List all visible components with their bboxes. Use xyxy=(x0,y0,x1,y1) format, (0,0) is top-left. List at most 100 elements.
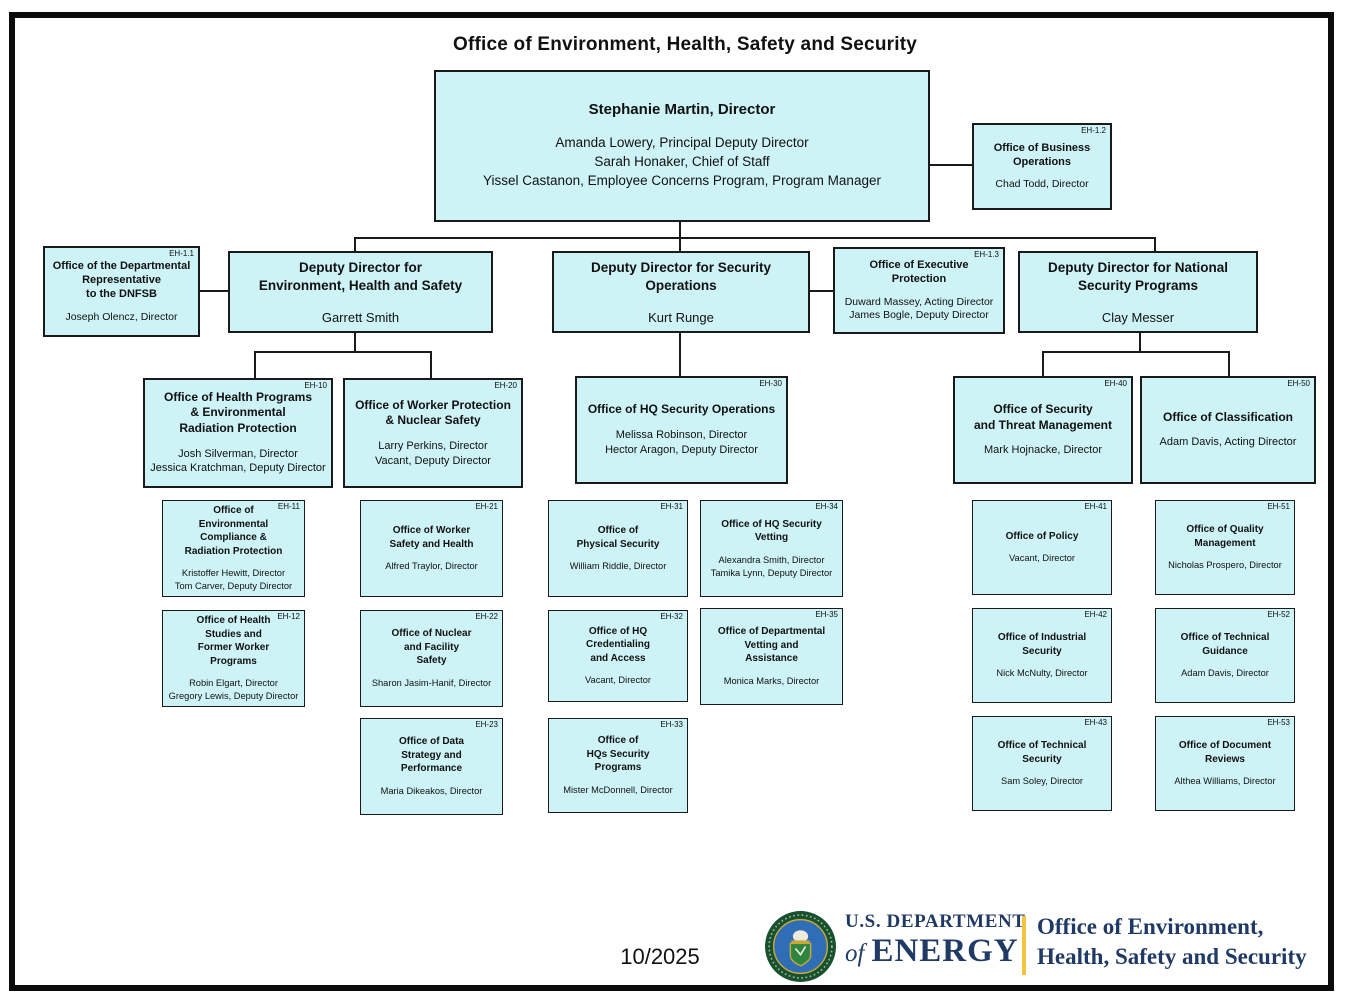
office-code: EH-53 xyxy=(1267,718,1290,727)
staff-line: Larry Perkins, Director xyxy=(378,439,488,452)
staff-line: Garrett Smith xyxy=(321,309,400,325)
connector xyxy=(1139,333,1141,352)
office-code: EH-41 xyxy=(1084,502,1107,511)
office-title: Deputy Director for Environment, Health … xyxy=(258,260,463,293)
connector xyxy=(1042,351,1230,353)
office-code: EH-12 xyxy=(277,612,300,621)
office-code: EH-23 xyxy=(475,720,498,729)
logo-divider xyxy=(1022,916,1026,975)
org-box-eh-11: EH-11 Office of Environmental Compliance… xyxy=(162,500,305,597)
org-box-eh-53: EH-53 Office of Document Reviews Althea … xyxy=(1155,716,1295,811)
staff-line: Hector Aragon, Deputy Director xyxy=(605,443,758,456)
office-code: EH-43 xyxy=(1084,718,1107,727)
office-code: EH-35 xyxy=(815,610,838,619)
office-title: Office of Departmental Vetting and Assis… xyxy=(717,626,826,665)
staff-line: Adam Davis, Director xyxy=(1181,668,1269,679)
org-box-eh-42: EH-42 Office of Industrial Security Nick… xyxy=(972,608,1112,703)
footer-office-name: Office of Environment, Health, Safety an… xyxy=(1037,912,1307,973)
org-box-eh-43: EH-43 Office of Technical Security Sam S… xyxy=(972,716,1112,811)
org-box-deputy-ehs: Deputy Director for Environment, Health … xyxy=(228,251,493,333)
staff-line: Nick McNulty, Director xyxy=(996,668,1088,679)
org-box-eh-1-2: EH-1.2 Office of Business Operations Cha… xyxy=(972,123,1112,210)
staff-line: William Riddle, Director xyxy=(569,561,667,572)
staff-line: Kristoffer Hewitt, Director xyxy=(181,568,286,579)
connector xyxy=(1042,352,1044,376)
staff-line: James Bogle, Deputy Director xyxy=(849,309,989,322)
connector xyxy=(354,237,1156,239)
office-code: EH-51 xyxy=(1267,502,1290,511)
office-title: Deputy Director for National Security Pr… xyxy=(1047,260,1229,293)
org-box-eh-22: EH-22 Office of Nuclear and Facility Saf… xyxy=(360,610,503,707)
office-code: EH-30 xyxy=(759,379,782,388)
staff-line: Yissel Castanon, Employee Concerns Progr… xyxy=(483,172,881,188)
office-title: Office of Executive Protection xyxy=(869,259,969,286)
staff-line: Vacant, Deputy Director xyxy=(375,454,491,467)
org-box-eh-51: EH-51 Office of Quality Management Nicho… xyxy=(1155,500,1295,595)
office-title: Office of Document Reviews xyxy=(1178,740,1272,765)
staff-line: Chad Todd, Director xyxy=(995,178,1089,191)
office-code: EH-42 xyxy=(1084,610,1107,619)
org-box-deputy-security-ops: Deputy Director for Security Operations … xyxy=(552,251,810,333)
office-title: Office of Physical Security xyxy=(576,525,660,550)
office-code: EH-20 xyxy=(494,381,517,390)
staff-line: Alfred Traylor, Director xyxy=(385,561,478,572)
office-title: Office of HQ Security Operations xyxy=(587,402,776,417)
office-title: Office of Technical Security xyxy=(997,740,1087,765)
doe-wordmark: U.S. DEPARTMENT of ENERGY xyxy=(845,912,1026,968)
office-title: Deputy Director for Security Operations xyxy=(590,260,772,293)
office-title: Office of the Departmental Representativ… xyxy=(52,259,191,301)
staff-line: Josh Silverman, Director xyxy=(178,447,298,460)
org-box-eh-20: EH-20 Office of Worker Protection & Nucl… xyxy=(343,378,523,488)
office-title: Office of Business Operations xyxy=(993,141,1091,169)
connector xyxy=(354,333,356,352)
office-code: EH-31 xyxy=(660,502,683,511)
org-box-eh-30: EH-30 Office of HQ Security Operations M… xyxy=(575,376,788,484)
office-code: EH-33 xyxy=(660,720,683,729)
footer-office-line: Office of Environment, xyxy=(1037,914,1264,939)
office-code: EH-21 xyxy=(475,502,498,511)
doe-wordmark-of: of xyxy=(845,940,865,967)
org-box-eh-34: EH-34 Office of HQ Security Vetting Alex… xyxy=(700,500,843,597)
staff-line: Joseph Olencz, Director xyxy=(65,310,178,323)
chart-date: 10/2025 xyxy=(620,944,700,969)
office-title: Office of Classification xyxy=(1162,409,1294,424)
doe-wordmark-energy: ENERGY xyxy=(871,933,1019,969)
staff-line: Kurt Runge xyxy=(648,309,714,325)
office-code: EH-32 xyxy=(660,612,683,621)
org-box-eh-1-3: EH-1.3 Office of Executive Protection Du… xyxy=(833,247,1005,334)
org-box-eh-35: EH-35 Office of Departmental Vetting and… xyxy=(700,608,843,705)
office-title: Office of Policy xyxy=(1005,530,1079,542)
office-code: EH-1.3 xyxy=(974,250,999,259)
staff-line: Sarah Honaker, Chief of Staff xyxy=(594,154,770,170)
office-title: Office of Quality Management xyxy=(1186,524,1264,549)
office-title: Stephanie Martin, Director xyxy=(588,101,776,119)
staff-line: Monica Marks, Director xyxy=(723,675,820,686)
staff-line: Jessica Kratchman, Deputy Director xyxy=(150,462,326,475)
staff-line: Robin Elgart, Director xyxy=(189,678,278,689)
staff-line: Clay Messer xyxy=(1101,309,1175,325)
office-title: Office of Health Studies and Former Work… xyxy=(196,615,271,667)
org-box-deputy-national-security: Deputy Director for National Security Pr… xyxy=(1018,251,1258,333)
org-box-director: Stephanie Martin, Director Amanda Lowery… xyxy=(434,70,930,222)
org-box-eh-10: EH-10 Office of Health Programs & Enviro… xyxy=(143,378,333,488)
office-title: Office of Worker Protection & Nuclear Sa… xyxy=(355,397,511,428)
org-box-eh-40: EH-40 Office of Security and Threat Mana… xyxy=(953,376,1133,484)
connector xyxy=(254,351,432,353)
org-box-eh-31: EH-31 Office of Physical Security Willia… xyxy=(548,500,688,597)
org-chart-title: Office of Environment, Health, Safety an… xyxy=(453,34,917,55)
staff-line: Melissa Robinson, Director xyxy=(615,428,748,441)
staff-line: Sam Soley, Director xyxy=(1001,776,1083,787)
office-code: EH-10 xyxy=(304,381,327,390)
connector xyxy=(354,238,356,251)
org-box-eh-33: EH-33 Office of HQs Security Programs Mi… xyxy=(548,718,688,813)
office-title: Office of Industrial Security xyxy=(997,632,1087,657)
staff-line: Althea Williams, Director xyxy=(1174,776,1276,787)
org-box-eh-50: EH-50 Office of Classification Adam Davi… xyxy=(1140,376,1316,484)
office-code: EH-1.1 xyxy=(169,249,194,258)
staff-line: Vacant, Director xyxy=(585,675,651,686)
org-box-eh-52: EH-52 Office of Technical Guidance Adam … xyxy=(1155,608,1295,703)
office-title: Office of Health Programs & Environmenta… xyxy=(163,389,313,435)
office-code: EH-1.2 xyxy=(1081,126,1106,135)
office-code: EH-11 xyxy=(277,502,300,511)
